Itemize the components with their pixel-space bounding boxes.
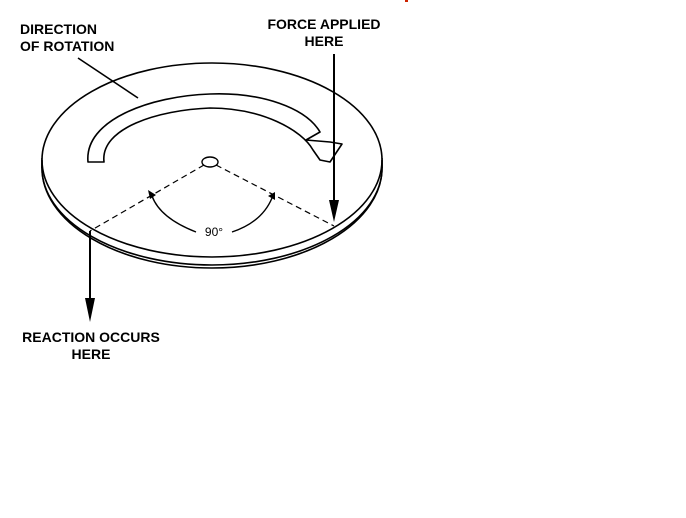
radius-line-left — [89, 164, 205, 232]
direction-label-line-1: DIRECTION — [20, 21, 97, 37]
reaction-label-line-1: REACTION OCCURS — [22, 329, 160, 345]
angle-arc — [151, 195, 197, 233]
center-hub — [201, 156, 219, 168]
direction-leader-line — [77, 57, 139, 99]
reaction-occurs-label: REACTION OCCURS HERE — [14, 329, 168, 363]
reaction-label-line-2: HERE — [71, 346, 111, 362]
red-mark — [405, 0, 408, 2]
force-label-line-2: HERE — [304, 33, 344, 49]
direction-label-line-2: OF ROTATION — [20, 38, 115, 54]
rotation-arrow-icon — [87, 93, 343, 163]
force-label-line-1: FORCE APPLIED — [267, 16, 381, 32]
angle-label: 90° — [205, 225, 223, 239]
direction-of-rotation-label: DIRECTION OF ROTATION — [20, 21, 114, 55]
radius-line-right — [215, 164, 335, 227]
force-arrow-icon — [329, 54, 339, 222]
force-applied-label: FORCE APPLIED HERE — [260, 16, 388, 50]
reaction-arrow-icon — [85, 231, 95, 322]
